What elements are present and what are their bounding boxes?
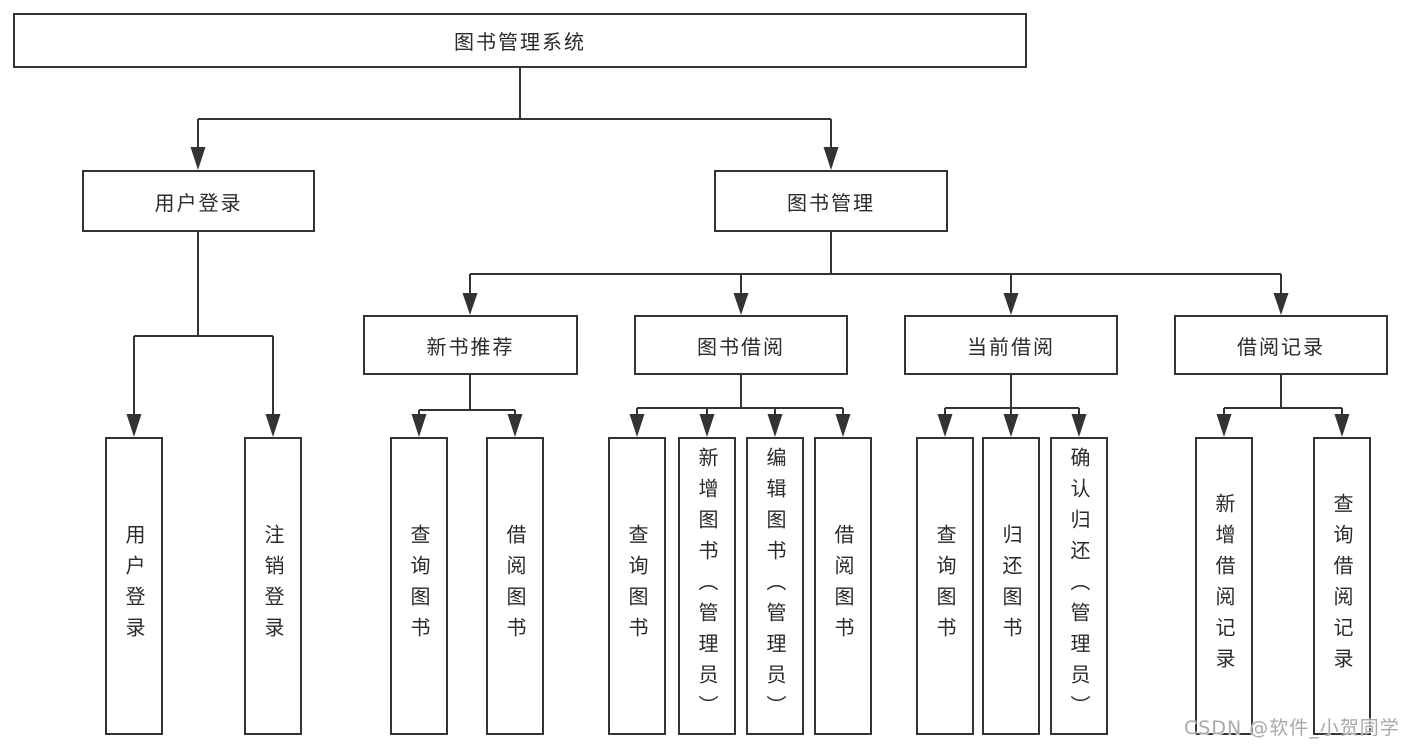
node-book-borrow: 图书借阅 <box>634 315 848 375</box>
leaf-add-borrow-record-label: 新增借阅记录 <box>1212 493 1236 679</box>
arrowhead <box>126 414 142 437</box>
leaf-confirm-return-admin: 确认归还（管理员） <box>1050 437 1108 735</box>
leaf-borrow-books: 借阅图书 <box>814 437 872 735</box>
leaf-query-books-borrow-label: 查询图书 <box>625 524 649 648</box>
leaf-query-borrow-record-label: 查询借阅记录 <box>1330 493 1354 679</box>
leaf-logout: 注销登录 <box>244 437 302 735</box>
node-new-book-recommend-label: 新书推荐 <box>426 334 515 359</box>
arrowhead <box>835 414 851 437</box>
leaf-add-books-admin-label: 新增图书（管理员） <box>695 446 719 726</box>
connector-current-borrow-to-leaves <box>944 375 1080 416</box>
arrowhead <box>629 414 645 437</box>
leaf-edit-books-admin-label: 编辑图书（管理员） <box>763 446 787 726</box>
connector-borrow-records-to-leaves <box>1223 375 1343 416</box>
connector-new-book-recommend-to-leaves <box>418 375 516 416</box>
arrowhead <box>1216 414 1232 437</box>
arrowhead <box>190 147 206 170</box>
arrowhead <box>265 414 281 437</box>
leaf-query-books-borrow: 查询图书 <box>608 437 666 735</box>
leaf-add-borrow-record: 新增借阅记录 <box>1195 437 1253 735</box>
arrowhead <box>462 293 478 315</box>
node-book-management: 图书管理 <box>714 170 948 232</box>
connector-book-management-to-level3 <box>469 232 1282 296</box>
connector-book-borrow-to-leaves <box>636 375 844 416</box>
node-user-login: 用户登录 <box>82 170 315 232</box>
arrowhead <box>1334 414 1350 437</box>
arrowhead <box>1003 414 1019 437</box>
arrowhead <box>823 147 839 170</box>
leaf-borrow-books-recommend-label: 借阅图书 <box>503 524 527 648</box>
leaf-query-borrow-record: 查询借阅记录 <box>1313 437 1371 735</box>
node-new-book-recommend: 新书推荐 <box>363 315 578 375</box>
leaf-return-books-label: 归还图书 <box>999 524 1023 648</box>
csdn-watermark: CSDN @软件_小贺同学 <box>1184 717 1400 739</box>
node-book-management-label: 图书管理 <box>787 190 875 215</box>
connector-root-to-level2 <box>197 68 832 149</box>
leaf-user-login: 用户登录 <box>105 437 163 735</box>
arrowhead <box>733 293 749 315</box>
arrowhead <box>767 414 783 437</box>
leaf-user-login-label: 用户登录 <box>122 524 146 648</box>
connector-user-login-to-leaves <box>133 232 274 416</box>
leaf-confirm-return-admin-label: 确认归还（管理员） <box>1067 446 1091 726</box>
arrowhead <box>937 414 953 437</box>
node-library-system-label: 图书管理系统 <box>454 30 586 54</box>
node-current-borrow-label: 当前借阅 <box>967 334 1055 359</box>
leaf-query-books-recommend-label: 查询图书 <box>407 524 431 648</box>
leaf-borrow-books-recommend: 借阅图书 <box>486 437 544 735</box>
arrowhead <box>1071 414 1087 437</box>
leaf-borrow-books-label: 借阅图书 <box>831 524 855 648</box>
leaf-logout-label: 注销登录 <box>261 524 285 648</box>
leaf-add-books-admin: 新增图书（管理员） <box>678 437 736 735</box>
node-borrow-records: 借阅记录 <box>1174 315 1388 375</box>
arrowhead <box>411 414 427 437</box>
arrowhead-layer <box>126 147 1350 437</box>
arrowhead <box>699 414 715 437</box>
leaf-edit-books-admin: 编辑图书（管理员） <box>746 437 804 735</box>
node-book-borrow-label: 图书借阅 <box>697 334 785 359</box>
arrowhead <box>507 414 523 437</box>
leaf-query-books-current-label: 查询图书 <box>933 524 957 648</box>
node-user-login-label: 用户登录 <box>154 190 243 215</box>
arrowhead <box>1273 293 1289 315</box>
leaf-query-books-recommend: 查询图书 <box>390 437 448 735</box>
leaf-query-books-current: 查询图书 <box>916 437 974 735</box>
node-library-system: 图书管理系统 <box>13 13 1027 68</box>
leaf-return-books: 归还图书 <box>982 437 1040 735</box>
connector-lines <box>133 68 1343 416</box>
node-borrow-records-label: 借阅记录 <box>1237 334 1325 359</box>
arrowhead <box>1003 293 1019 315</box>
node-current-borrow: 当前借阅 <box>904 315 1118 375</box>
